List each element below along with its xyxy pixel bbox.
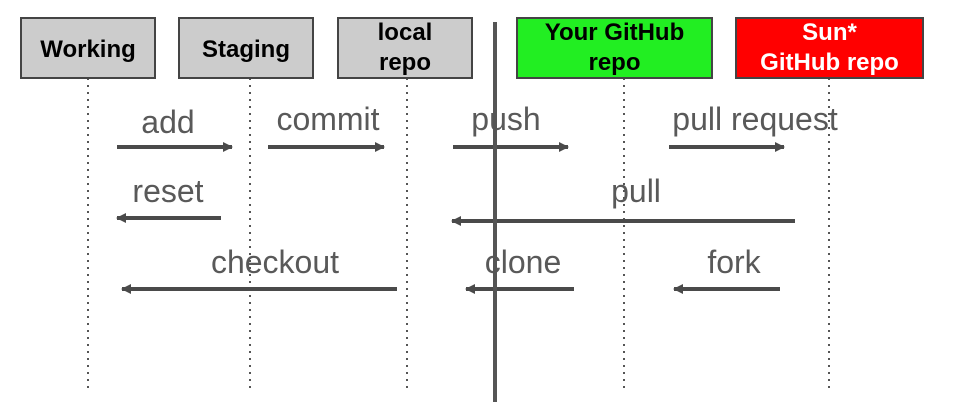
box-label-local-repo: local bbox=[378, 19, 433, 46]
box-your-github-repo bbox=[516, 17, 713, 79]
label-reset: reset bbox=[132, 173, 203, 209]
box-label-sun-github-repo: Sun* bbox=[802, 19, 857, 46]
box-sun-github-repo bbox=[735, 17, 924, 79]
box-label-sun-github-repo: GitHub repo bbox=[760, 49, 899, 76]
box-label-your-github-repo: Your GitHub bbox=[545, 19, 685, 46]
box-label-your-github-repo: repo bbox=[588, 49, 640, 76]
label-add: add bbox=[141, 104, 194, 140]
label-pull: pull bbox=[611, 173, 661, 209]
label-checkout: checkout bbox=[211, 244, 339, 280]
label-commit: commit bbox=[276, 101, 379, 137]
box-staging bbox=[178, 17, 314, 79]
label-fork: fork bbox=[707, 244, 761, 280]
box-local-repo bbox=[337, 17, 473, 79]
box-working bbox=[20, 17, 156, 79]
box-label-staging: Staging bbox=[202, 36, 290, 63]
box-label-working: Working bbox=[40, 36, 136, 63]
label-clone: clone bbox=[485, 244, 562, 280]
label-push: push bbox=[471, 101, 540, 137]
box-label-local-repo: repo bbox=[379, 49, 431, 76]
label-pull-request: pull request bbox=[672, 101, 838, 137]
